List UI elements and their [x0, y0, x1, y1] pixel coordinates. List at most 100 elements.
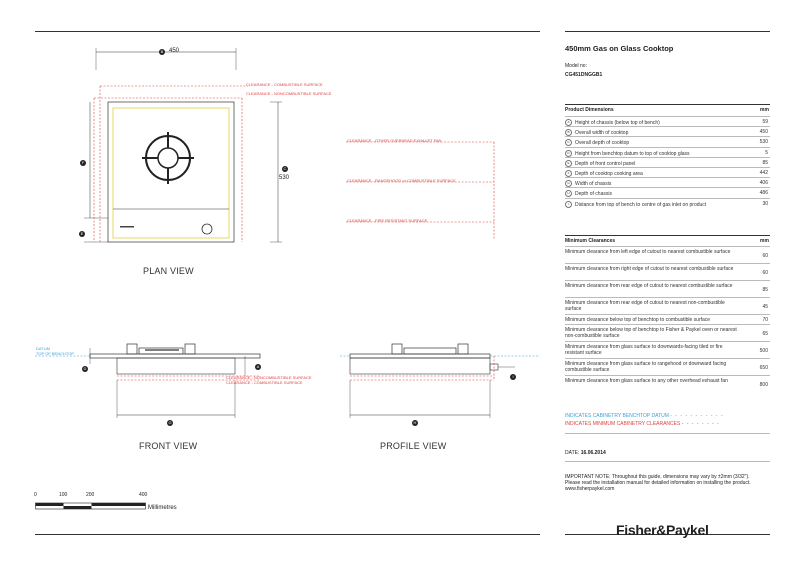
row-label-text: Overall width of cooktop [575, 130, 629, 137]
row-key-badge: H [565, 190, 572, 198]
row-label-text: Minimum clearance from glass surface to … [565, 344, 723, 356]
row-value: 60 [762, 269, 768, 276]
scale-tick-0: 0 [34, 492, 37, 498]
plan-view-label: PLAN VIEW [143, 266, 194, 276]
row-value: 450 [759, 129, 768, 136]
profile-clear-fire: CLEARANCE - FIRE RESISTANT SURFACE [347, 218, 428, 223]
row-value: 442 [759, 170, 768, 177]
brand-logo: Fisher&Paykel [616, 522, 709, 538]
row-label-text: Height of chassis (below top of bench) [575, 119, 660, 126]
row-value: 65 [762, 330, 768, 337]
row-key-badge: C [565, 139, 572, 147]
front-clear-noncombustible: CLEARANCE - NONCOMBUSTIBLE SURFACE [226, 375, 312, 380]
row-label: Minimum clearance from right edge of cut… [565, 266, 740, 272]
important-note: IMPORTANT NOTE: Throughout this guide, d… [565, 474, 751, 492]
top-border [35, 31, 540, 32]
legend-clearances-text: INDICATES MINIMUM CABINETRY CLEARANCES [565, 421, 681, 427]
model-label: Model no: [565, 63, 587, 69]
callout-a: A [255, 364, 261, 370]
row-value: 530 [759, 139, 768, 146]
profile-view-label: PROFILE VIEW [380, 441, 447, 451]
row-label-text: Minimum clearance below top of benchtop … [565, 317, 711, 323]
row-key-badge: G [565, 180, 572, 188]
callout-b: B [159, 49, 165, 55]
row-label-text: Overall depth of cooktop [575, 140, 630, 147]
row-label-text: Width of chassis [575, 181, 612, 188]
bottom-border-right [565, 534, 770, 535]
table-row: Minimum clearance from rear edge of cuto… [565, 280, 770, 298]
date-row: DATE: 16.06.2014 [565, 450, 606, 456]
table-row: Minimum clearance below top of benchtop … [565, 314, 770, 325]
date-value: 16.06.2014 [580, 450, 606, 456]
row-label-text: Depth of chassis [575, 191, 612, 198]
plan-clear-combustible: CLEARANCE - COMBUSTIBLE SURFACE [246, 82, 323, 87]
row-label: Minimum clearance below top of benchtop … [565, 327, 740, 339]
model-number: CG451DNGGB1 [565, 72, 603, 78]
front-clear-combustible: CLEARANCE - COMBUSTIBLE SURFACE [226, 380, 303, 385]
front-view-drawing [35, 343, 261, 418]
callout-c: C [282, 166, 288, 172]
dimensions-header: Product Dimensions [565, 107, 614, 113]
profile-clear-rangehood: CLEARANCE - RANGEHOOD or COMBUSTIBLE SUR… [347, 178, 456, 183]
scale-tick-400: 400 [139, 492, 148, 498]
plan-view-drawing [84, 48, 282, 243]
callout-e: E [79, 231, 85, 237]
plan-depth-value: 530 [279, 175, 290, 181]
row-value: 85 [762, 159, 768, 166]
profile-clearance-lines [346, 141, 495, 240]
row-label: Minimum clearance from rear edge of cuto… [565, 300, 740, 312]
row-value: 650 [759, 364, 768, 371]
row-value: 70 [762, 317, 768, 323]
row-value: 85 [762, 286, 768, 293]
row-label-text: Minimum clearance from rear edge of cuto… [565, 283, 733, 289]
callout-f: F [80, 160, 86, 166]
dimensions-header-line [565, 104, 770, 105]
row-value: 800 [759, 381, 768, 388]
top-border-right [565, 31, 770, 32]
row-key-badge: F [565, 170, 572, 177]
date-divider [565, 461, 770, 462]
row-label-text: Minimum clearance from glass surface to … [565, 378, 728, 384]
row-label-text: Depth of front control panel [575, 160, 636, 167]
row-value: 59 [762, 119, 768, 126]
scale-tick-100: 100 [59, 492, 68, 498]
row-key-badge: D [565, 149, 572, 157]
row-label-text: Minimum clearance from glass surface to … [565, 361, 727, 373]
legend-divider [565, 433, 770, 434]
table-row: Minimum clearance from left edge of cuto… [565, 246, 770, 264]
clearances-unit: mm [760, 238, 769, 244]
scale-bar [35, 502, 146, 510]
plan-clear-noncombustible: CLEARANCE - NONCOMBUSTIBLE SURFACE [246, 91, 332, 96]
row-label-text: Minimum clearance from left edge of cuto… [565, 249, 731, 255]
table-row: Minimum clearance from glass surface to … [565, 375, 770, 393]
row-label: Minimum clearance from glass surface to … [565, 361, 740, 373]
row-value: 45 [762, 303, 768, 310]
row-label: Minimum clearance below top of benchtop … [565, 317, 740, 323]
legend-clearances: INDICATES MINIMUM CABINETRY CLEARANCES -… [565, 421, 720, 427]
callout-d: D [82, 366, 88, 372]
front-view-label: FRONT VIEW [139, 441, 198, 451]
profile-clear-exhaust: CLEARANCE - OTHER OVERHEAD EXHAUST FAN [347, 138, 442, 143]
row-value: 406 [759, 180, 768, 187]
row-label-text: Height from benchtop datum to top of coo… [575, 150, 690, 157]
dimensions-unit: mm [760, 107, 769, 113]
table-row: Minimum clearance below top of benchtop … [565, 324, 770, 342]
callout-i: I [510, 374, 516, 380]
row-label-text: Depth of cooktop cooking area [575, 170, 643, 177]
callout-h: H [412, 420, 418, 426]
clearances-header-line [565, 235, 770, 236]
row-key-badge: B [565, 129, 572, 137]
profile-view-drawing [340, 343, 540, 418]
